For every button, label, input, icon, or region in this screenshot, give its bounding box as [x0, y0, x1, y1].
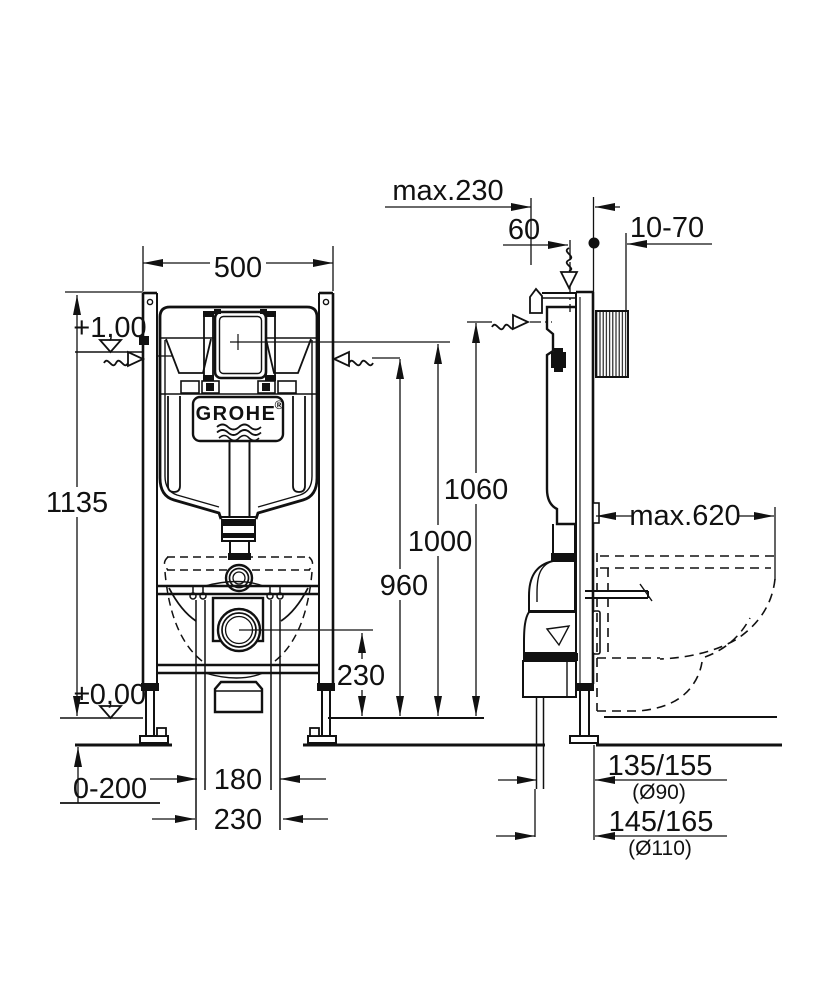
dim-10-70: 10-70	[630, 212, 704, 244]
wall-face-marker-dot	[588, 237, 600, 249]
dim-960: 960	[380, 570, 428, 602]
dim-1135: 1135	[46, 487, 108, 519]
grohe-wave-icon	[216, 423, 262, 431]
label-water-level: +1,00	[73, 312, 146, 344]
dim-60: 60	[508, 214, 540, 246]
floor-level-symbol-icon	[98, 705, 123, 720]
front-view	[139, 291, 337, 830]
grohe-wordmark: GROHE	[196, 403, 277, 425]
dim-max-620: max.620	[629, 500, 740, 532]
break-wave-icon	[103, 359, 129, 367]
pan-outline-side-dashed	[596, 553, 776, 712]
dim-max-230: max.230	[392, 175, 503, 207]
fill-valve-fitting	[551, 352, 566, 368]
rail-hole-right	[322, 298, 330, 306]
side-view	[522, 240, 776, 837]
rail-hole-left	[146, 298, 154, 306]
dim-230-bolts: 230	[214, 804, 262, 836]
label-dia-110: (Ø110)	[628, 837, 692, 860]
actuator-frame	[203, 309, 276, 381]
grohe-logo	[191, 395, 285, 443]
dim-135-155: 135/155	[608, 750, 713, 782]
pan-outline-front-dashed	[163, 556, 314, 665]
dim-1000: 1000	[408, 526, 473, 558]
label-dia-90: (Ø90)	[632, 781, 686, 804]
label-floor-level: ±0,00	[74, 679, 146, 711]
water-level-tick	[139, 336, 149, 345]
dim-0-200: 0-200	[73, 773, 147, 805]
dim-145-165: 145/165	[609, 806, 714, 838]
text-layer: max.230 60 10-70 500 +1,00 1135 1060 100…	[46, 175, 741, 860]
datum-symbols	[60, 247, 579, 720]
floor-lines	[75, 716, 782, 747]
dim-230-outlet: 230	[337, 660, 385, 692]
wall-anchor-block	[595, 310, 629, 378]
pan-fixing-rods	[189, 587, 284, 830]
dim-180: 180	[214, 764, 262, 796]
water-level-symbol-icon	[98, 339, 123, 354]
dim-1060: 1060	[444, 474, 509, 506]
dim-500: 500	[214, 252, 262, 284]
grohe-registered-mark: ®	[275, 398, 284, 412]
